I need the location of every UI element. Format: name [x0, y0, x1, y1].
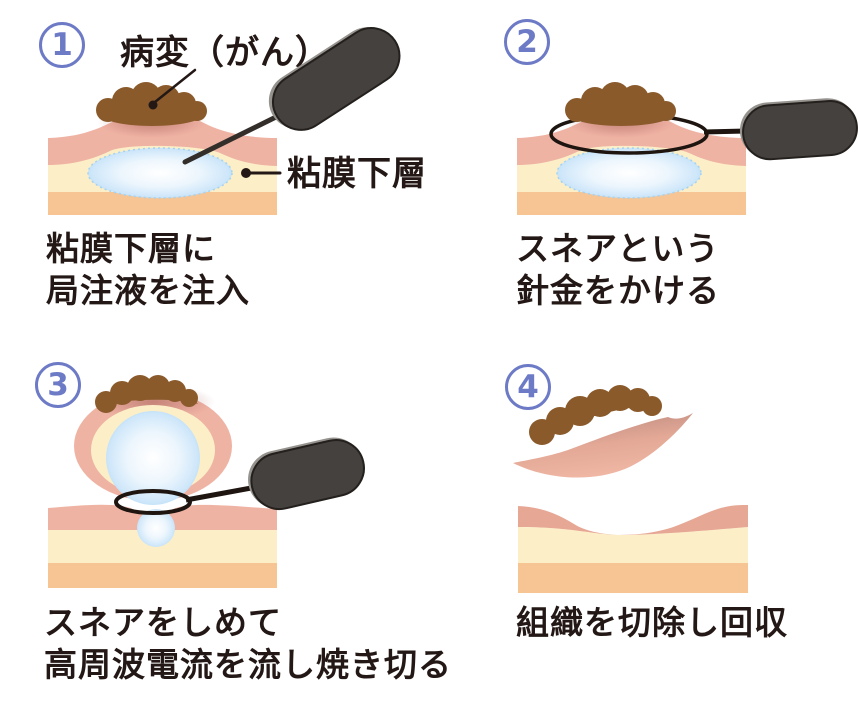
lesion-label-group: 病変（がん） [120, 33, 330, 110]
step-3-illustration [48, 375, 365, 588]
submucosa-label-group: 粘膜下層 [241, 154, 427, 194]
step-3-caption: スネアをしめて 高周波電流を流し焼き切る [44, 602, 452, 686]
step-4-badge: 4 [505, 364, 551, 410]
lesion-shape [95, 375, 198, 413]
fluid-droplet [137, 509, 175, 547]
injection-needle [182, 113, 281, 165]
lifted-lesion-dome [74, 384, 232, 505]
endoscope-sheath [268, 27, 401, 131]
step-1-illustration: 病変（がん） 粘膜下層 [48, 27, 427, 215]
lesion-label: 病変（がん） [120, 33, 330, 73]
endoscope-sheath [248, 437, 365, 511]
snare-wire [185, 483, 263, 503]
caption-line: スネアという [516, 229, 720, 268]
step-2-badge: 2 [504, 19, 550, 65]
caption-line: 針金をかける [516, 271, 720, 310]
step-1-badge: 1 [39, 22, 85, 68]
caption-line: 高周波電流を流し焼き切る [44, 645, 452, 684]
resected-tissue [513, 385, 693, 478]
submucosa-pointer-dot [241, 168, 251, 178]
lesion-pointer-dot [148, 100, 158, 110]
injected-fluid [106, 411, 200, 505]
tissue-layers [48, 106, 277, 215]
caption-line: スネアをしめて [44, 603, 282, 642]
step-1-caption: 粘膜下層に 局注液を注入 [46, 228, 250, 312]
submucosa-label: 粘膜下層 [287, 154, 427, 194]
step-2-illustration [516, 82, 858, 216]
step-4-illustration [513, 385, 748, 593]
endoscope-sheath [739, 98, 858, 161]
caption-line: 組織を切除し回収 [516, 603, 788, 642]
caption-line: 粘膜下層に [46, 229, 216, 268]
step-4-caption: 組織を切除し回収 [516, 602, 788, 644]
step-2-caption: スネアという 針金をかける [516, 228, 720, 312]
snare-wire [703, 128, 747, 135]
snare-loop [114, 489, 192, 515]
tissue-defect [518, 505, 748, 593]
injected-fluid [87, 147, 233, 199]
step-3-badge: 3 [35, 362, 81, 408]
caption-line: 局注液を注入 [46, 271, 250, 310]
lesion-shape [529, 385, 662, 445]
